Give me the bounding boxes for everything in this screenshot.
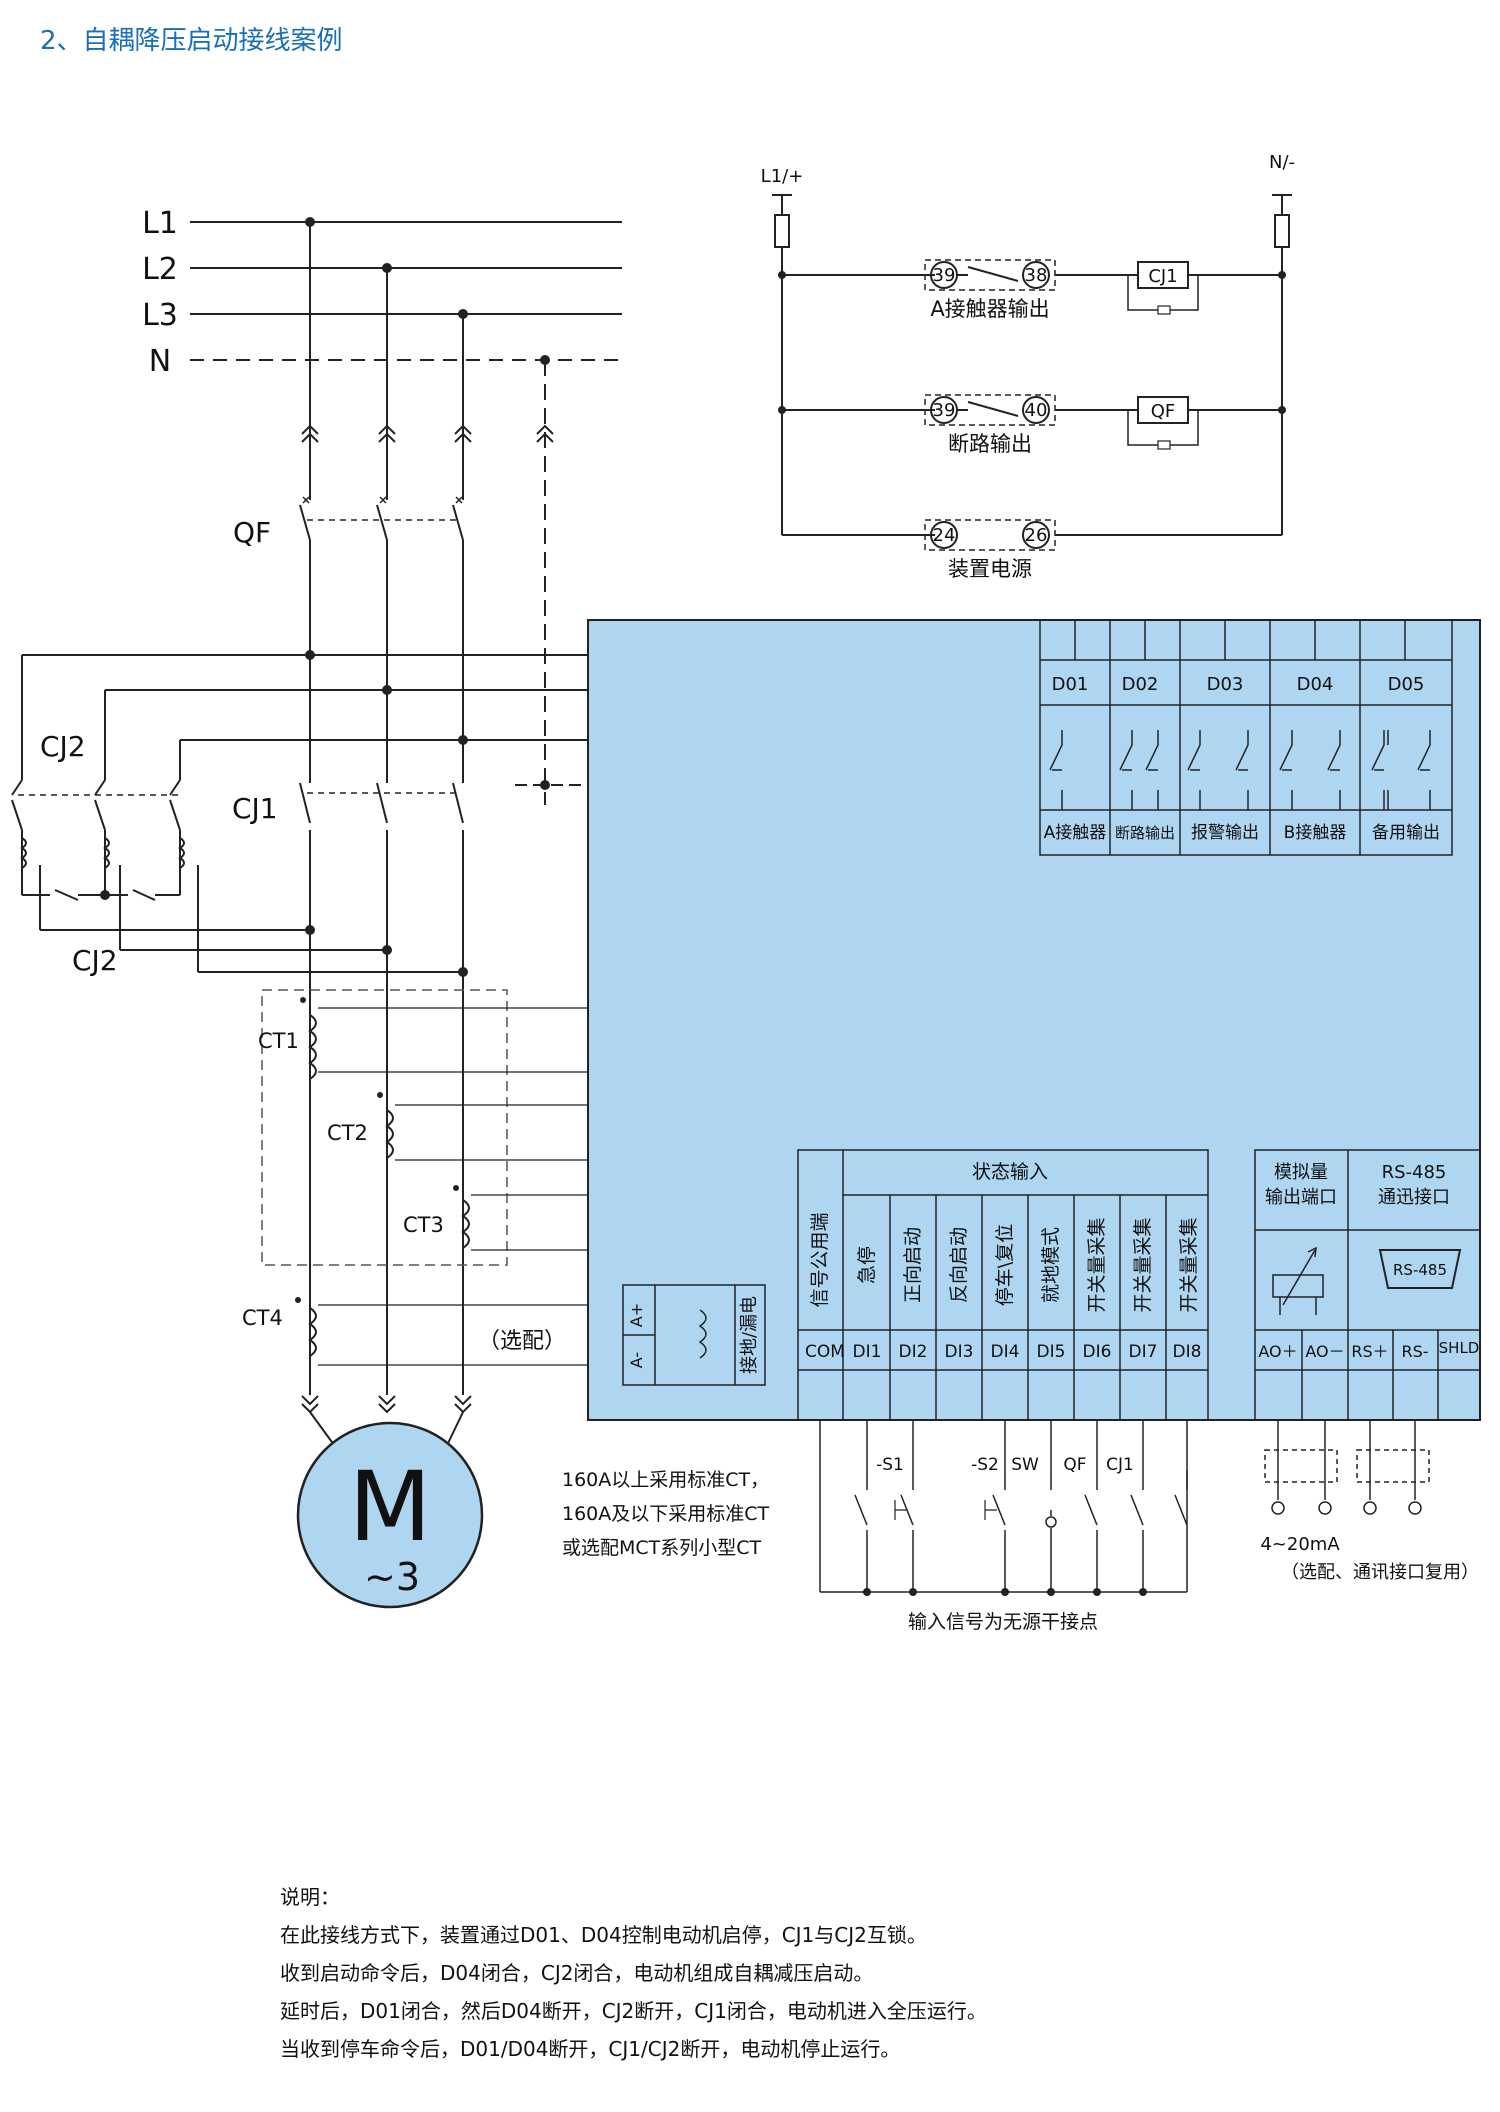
leak-a-plus: A+ [627,1303,646,1327]
rs485-plus: RS＋ [1351,1342,1388,1361]
ext-input-s1: -S1 [876,1455,904,1475]
notes-block: 说明： 在此接线方式下，装置通过D01、D04控制电动机启停，CJ1与CJ2互锁… [280,1878,987,2068]
status-input-header: 状态输入 [972,1161,1048,1183]
note-line: 当收到停车命令后，D01/D04断开，CJ1/CJ2断开，电动机停止运行。 [280,2037,901,2061]
bus-label-n: N [149,344,171,379]
row1-right-terminal: 38 [1025,265,1048,286]
label-ct4: CT4 [242,1306,283,1330]
rs485-header-1: RS-485 [1382,1162,1447,1183]
row2-caption: 断路输出 [948,432,1032,456]
rs485-minus: RS- [1401,1342,1428,1361]
dry-contact-note: 输入信号为无源干接点 [908,1611,1098,1633]
analog-header-2: 输出端口 [1265,1187,1337,1208]
ct-note-1: 160A以上采用标准CT， [562,1469,769,1491]
label-optional: （选配） [478,1329,566,1354]
analog-header-1: 模拟量 [1274,1162,1328,1183]
rs485-header-2: 通迅接口 [1378,1187,1450,1208]
motor-sub: ~3 [364,1555,420,1599]
motor-symbol [296,1421,484,1609]
leak-a-minus: A- [627,1352,646,1368]
output-id-d04: D04 [1297,674,1334,695]
row3-right-terminal: 26 [1025,525,1048,546]
ext-input-cj1: CJ1 [1106,1455,1134,1475]
row2-left-terminal: 39 [933,400,956,421]
analog-ao-plus: AO＋ [1258,1342,1297,1361]
row3-left-terminal: 24 [933,525,956,546]
bus-label-l1: L1 [142,206,178,241]
analog-note-2: （选配、通讯接口复用） [1281,1562,1479,1583]
common-id: COM [805,1342,845,1362]
output-label-d05: 备用输出 [1372,823,1440,843]
label-cj2-bottom: CJ2 [72,944,118,977]
note-line: 在此接线方式下，装置通过D01、D04控制电动机启停，CJ1与CJ2互锁。 [280,1923,927,1947]
output-label-d02: 断路输出 [1115,824,1175,842]
row2-right-terminal: 40 [1025,400,1048,421]
input-label-di4: 停车\复位 [994,1224,1016,1306]
device-panel: D01 D02 D03 D04 D05 A接触器 断路输出 报警输出 B接触器 … [587,619,1481,1421]
label-cj2-top: CJ2 [40,730,86,763]
row3-caption: 装置电源 [948,557,1032,581]
input-id-di3: DI3 [945,1342,974,1362]
ext-input-qf: QF [1063,1455,1086,1475]
input-label-di6: 开关量采集 [1086,1217,1108,1312]
rs485-port-label: RS-485 [1393,1261,1447,1279]
motor-letter: M [349,1451,432,1563]
input-id-di2: DI2 [899,1342,928,1362]
label-cj1: CJ1 [232,792,278,825]
input-label-di8: 开关量采集 [1178,1217,1200,1312]
input-label-di2: 正向启动 [902,1227,924,1303]
ext-input-s2: -S2 [971,1455,999,1475]
input-id-di7: DI7 [1129,1342,1158,1362]
input-label-di1: 急停 [856,1246,878,1284]
rs485-shld: SHLD [1439,1339,1480,1357]
analog-ao-minus: AO－ [1305,1342,1344,1361]
input-id-di5: DI5 [1037,1342,1066,1362]
output-id-d01: D01 [1052,674,1089,695]
label-n-minus: N/- [1269,152,1295,173]
row1-left-terminal: 39 [933,265,956,286]
note-line: 收到启动命令后，D04闭合，CJ2闭合，电动机组成自耦减压启动。 [280,1961,874,1985]
ext-input-sw: SW [1011,1455,1039,1475]
analog-note-1: 4~20mA [1260,1534,1340,1555]
output-label-d03: 报警输出 [1191,823,1259,843]
ct-note-3: 或选配MCT系列小型CT [562,1537,762,1559]
output-label-d01: A接触器 [1044,823,1107,843]
label-ct3: CT3 [403,1213,444,1237]
row2-coil: QF [1151,401,1176,422]
bus-label-l3: L3 [142,298,178,333]
notes-heading: 说明： [280,1885,340,1909]
input-label-di5: 就地模式 [1040,1227,1062,1303]
row1-coil: CJ1 [1148,266,1177,287]
bus-label-l2: L2 [142,252,178,287]
input-id-di6: DI6 [1083,1342,1112,1362]
label-qf: QF [233,516,271,549]
input-label-di3: 反向启动 [948,1227,970,1303]
output-id-d02: D02 [1122,674,1159,695]
label-l1-plus: L1/+ [761,166,804,187]
ct-note-2: 160A及以下采用标准CT [562,1503,770,1525]
row1-caption: A接触器输出 [930,297,1049,321]
input-label-di7: 开关量采集 [1132,1217,1154,1312]
input-id-di8: DI8 [1173,1342,1202,1362]
note-line: 延时后，D01闭合，然后D04断开，CJ2断开，CJ1闭合，电动机进入全压运行。 [280,1999,987,2023]
output-id-d03: D03 [1207,674,1244,695]
label-ct1: CT1 [258,1029,299,1053]
leak-caption: 接地/漏电 [739,1296,760,1374]
label-ct2: CT2 [327,1121,368,1145]
section-title: 2、自耦降压启动接线案例 [40,26,343,56]
input-id-di4: DI4 [991,1342,1020,1362]
output-label-d04: B接触器 [1284,823,1347,843]
input-id-di1: DI1 [853,1342,882,1362]
common-caption: 信号公用端 [809,1212,831,1307]
output-id-d05: D05 [1388,674,1425,695]
